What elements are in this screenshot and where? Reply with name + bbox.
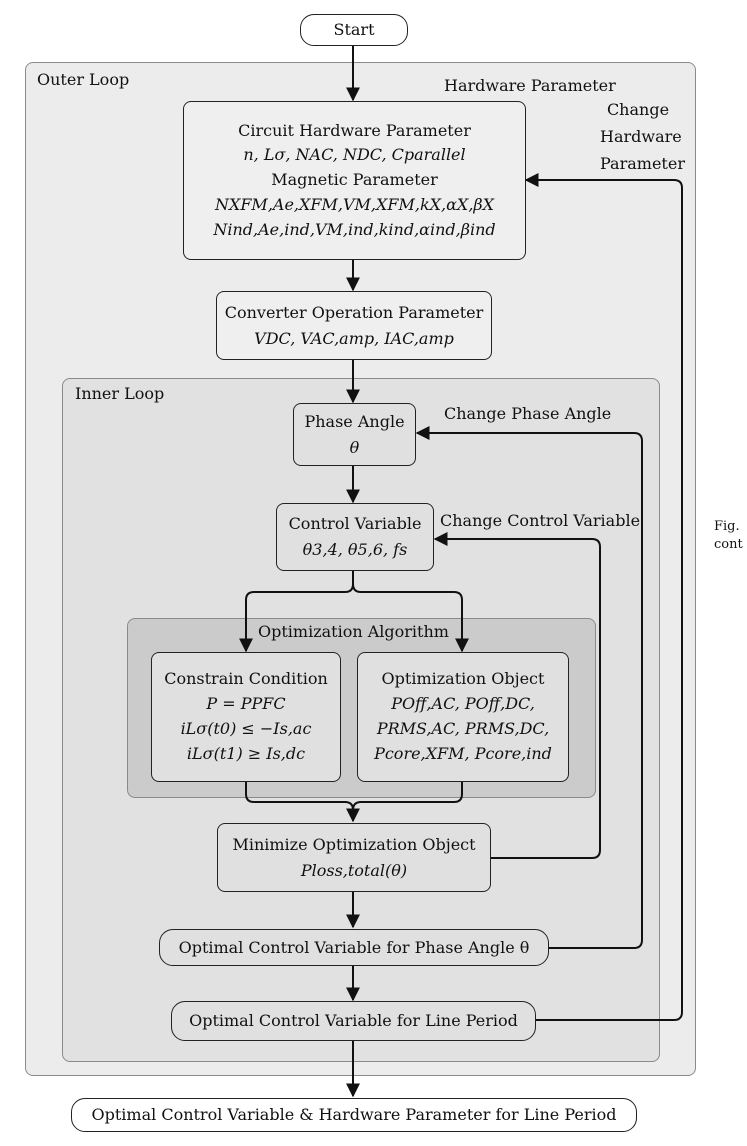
constrain-line: P = PPFC bbox=[206, 694, 286, 714]
change-phase-angle-label: Change Phase Angle bbox=[444, 404, 612, 423]
optimization-object-line: Pcore,XFM, Pcore,ind bbox=[374, 743, 552, 763]
feedback-change-control bbox=[433, 532, 601, 859]
outer-loop-label: Outer Loop bbox=[37, 70, 130, 89]
constrain-line: iLσ(t1) ≥ Is,dc bbox=[186, 743, 306, 763]
optimal-control-phase-label: Optimal Control Variable for Phase Angle… bbox=[178, 937, 530, 957]
start-node: Start bbox=[300, 14, 408, 46]
optimization-object-line: POff,AC, POff,DC, bbox=[391, 694, 535, 714]
optimization-object-line: PRMS,AC, PRMS,DC, bbox=[376, 719, 550, 738]
constrain-line: iLσ(t0) ≤ −Is,ac bbox=[180, 719, 312, 738]
constrain-condition-title: Constrain Condition bbox=[164, 669, 328, 689]
arrow-merge-right bbox=[352, 782, 463, 811]
figure-caption-fragment: Fig. cont bbox=[714, 518, 743, 553]
control-variable-node: Control Variable θ3,4, θ5,6, fs bbox=[276, 503, 434, 571]
constrain-condition-node: Constrain Condition P = PPFC iLσ(t0) ≤ −… bbox=[151, 652, 341, 782]
caption-line: Fig. bbox=[714, 519, 740, 534]
converter-operation-title: Converter Operation Parameter bbox=[224, 302, 484, 322]
minimize-title: Minimize Optimization Object bbox=[232, 834, 476, 854]
final-output-label: Optimal Control Variable & Hardware Para… bbox=[91, 1105, 617, 1125]
control-variable-params: θ3,4, θ5,6, fs bbox=[302, 540, 408, 559]
optimization-object-title: Optimization Object bbox=[381, 669, 545, 689]
magnetic-parameter-title: Magnetic Parameter bbox=[271, 170, 438, 190]
change-hardware-line: Hardware bbox=[600, 127, 682, 147]
feedback-change-hardware bbox=[524, 173, 683, 1021]
optimal-control-phase-angle-node: Optimal Control Variable for Phase Angle… bbox=[159, 929, 549, 966]
magnetic-xfm-params: NXFM,Ae,XFM,VM,XFM,kX,αX,βX bbox=[214, 194, 495, 214]
converter-operation-params: VDC, VAC,amp, IAC,amp bbox=[254, 328, 454, 348]
inner-loop-label: Inner Loop bbox=[75, 384, 165, 403]
minimize-optimization-object-node: Minimize Optimization Object Ploss,total… bbox=[217, 823, 491, 892]
phase-angle-node: Phase Angle θ bbox=[293, 403, 416, 466]
change-hardware-line: Change bbox=[606, 100, 670, 119]
final-output-node: Optimal Control Variable & Hardware Para… bbox=[71, 1098, 637, 1132]
magnetic-ind-params: Nind,Ae,ind,VM,ind,kind,αind,βind bbox=[213, 219, 496, 239]
circuit-hardware-title: Circuit Hardware Parameter bbox=[238, 120, 471, 140]
caption-line: cont bbox=[714, 536, 743, 552]
circuit-hardware-params: n, Lσ, NAC, NDC, Cparallel bbox=[243, 145, 466, 165]
optimization-algorithm-label: Optimization Algorithm bbox=[258, 622, 449, 641]
phase-angle-symbol: θ bbox=[349, 437, 360, 457]
change-hardware-line: Parameter bbox=[600, 154, 685, 174]
feedback-change-phase bbox=[415, 426, 643, 949]
optimal-control-line-period-node: Optimal Control Variable for Line Period bbox=[171, 1001, 536, 1041]
start-label: Start bbox=[333, 20, 375, 40]
arrow-merge-left bbox=[245, 782, 360, 823]
control-variable-title: Control Variable bbox=[288, 514, 422, 534]
optimization-object-node: Optimization Object POff,AC, POff,DC, PR… bbox=[357, 652, 569, 782]
optimal-control-line-label: Optimal Control Variable for Line Period bbox=[189, 1011, 518, 1031]
change-hardware-parameter-label: Change Hardware Parameter bbox=[600, 96, 685, 178]
arrow-control-split bbox=[239, 571, 354, 653]
minimize-expression: Ploss,total(θ) bbox=[300, 860, 408, 880]
arrow-control-split-right bbox=[352, 583, 469, 653]
converter-operation-parameter-node: Converter Operation Parameter VDC, VAC,a… bbox=[216, 291, 492, 360]
hardware-parameter-label: Hardware Parameter bbox=[444, 76, 616, 95]
phase-angle-title: Phase Angle bbox=[304, 411, 405, 431]
circuit-hardware-parameter-node: Circuit Hardware Parameter n, Lσ, NAC, N… bbox=[183, 101, 526, 260]
change-control-variable-label: Change Control Variable bbox=[440, 511, 641, 530]
